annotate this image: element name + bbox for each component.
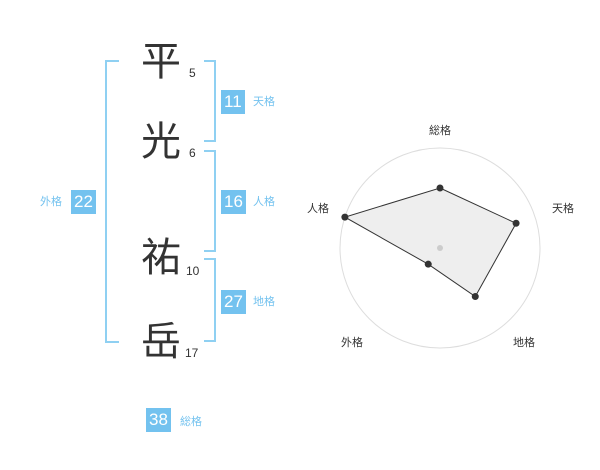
tenkaku-bracket <box>204 60 216 142</box>
radar-axis-label-soukaku: 総格 <box>429 123 451 137</box>
stroke-count-2: 6 <box>189 146 196 160</box>
radar-point <box>424 260 432 268</box>
name-char-4: 岳 <box>141 319 181 365</box>
radar-axis-label-tenkaku: 天格 <box>552 201 574 215</box>
jinkaku-label: 人格 <box>253 195 275 208</box>
name-char-2: 光 <box>141 119 181 165</box>
stroke-count-4: 17 <box>185 346 199 360</box>
jinkaku-badge: 16 <box>221 190 246 214</box>
radar-axis-label-jinkaku: 人格 <box>307 201 329 215</box>
radar-point <box>512 219 520 227</box>
gaikaku-badge: 22 <box>71 190 96 214</box>
chikaku-badge: 27 <box>221 290 246 314</box>
name-char-1: 平 <box>141 39 181 85</box>
radar-points <box>341 184 520 301</box>
radar-axis-label-gaikaku: 外格 <box>341 335 363 349</box>
gaikaku-label: 外格 <box>40 195 62 208</box>
soukaku-label: 総格 <box>180 415 202 428</box>
chikaku-label: 地格 <box>253 295 275 308</box>
radar-point <box>341 213 349 221</box>
stroke-count-3: 10 <box>186 264 200 278</box>
radar-point <box>436 184 444 192</box>
gaikaku-bracket <box>105 60 119 343</box>
radar-polygon <box>343 187 517 298</box>
radar-point <box>471 293 479 301</box>
tenkaku-badge: 11 <box>221 90 245 114</box>
chikaku-bracket <box>204 258 216 342</box>
stroke-count-1: 5 <box>189 66 196 80</box>
name-char-3: 祐 <box>141 235 181 281</box>
jinkaku-bracket <box>204 150 216 252</box>
radar-axis-label-chikaku: 地格 <box>513 335 535 349</box>
soukaku-badge: 38 <box>146 408 171 432</box>
radar-center-dot <box>437 245 443 251</box>
tenkaku-label: 天格 <box>253 95 275 108</box>
